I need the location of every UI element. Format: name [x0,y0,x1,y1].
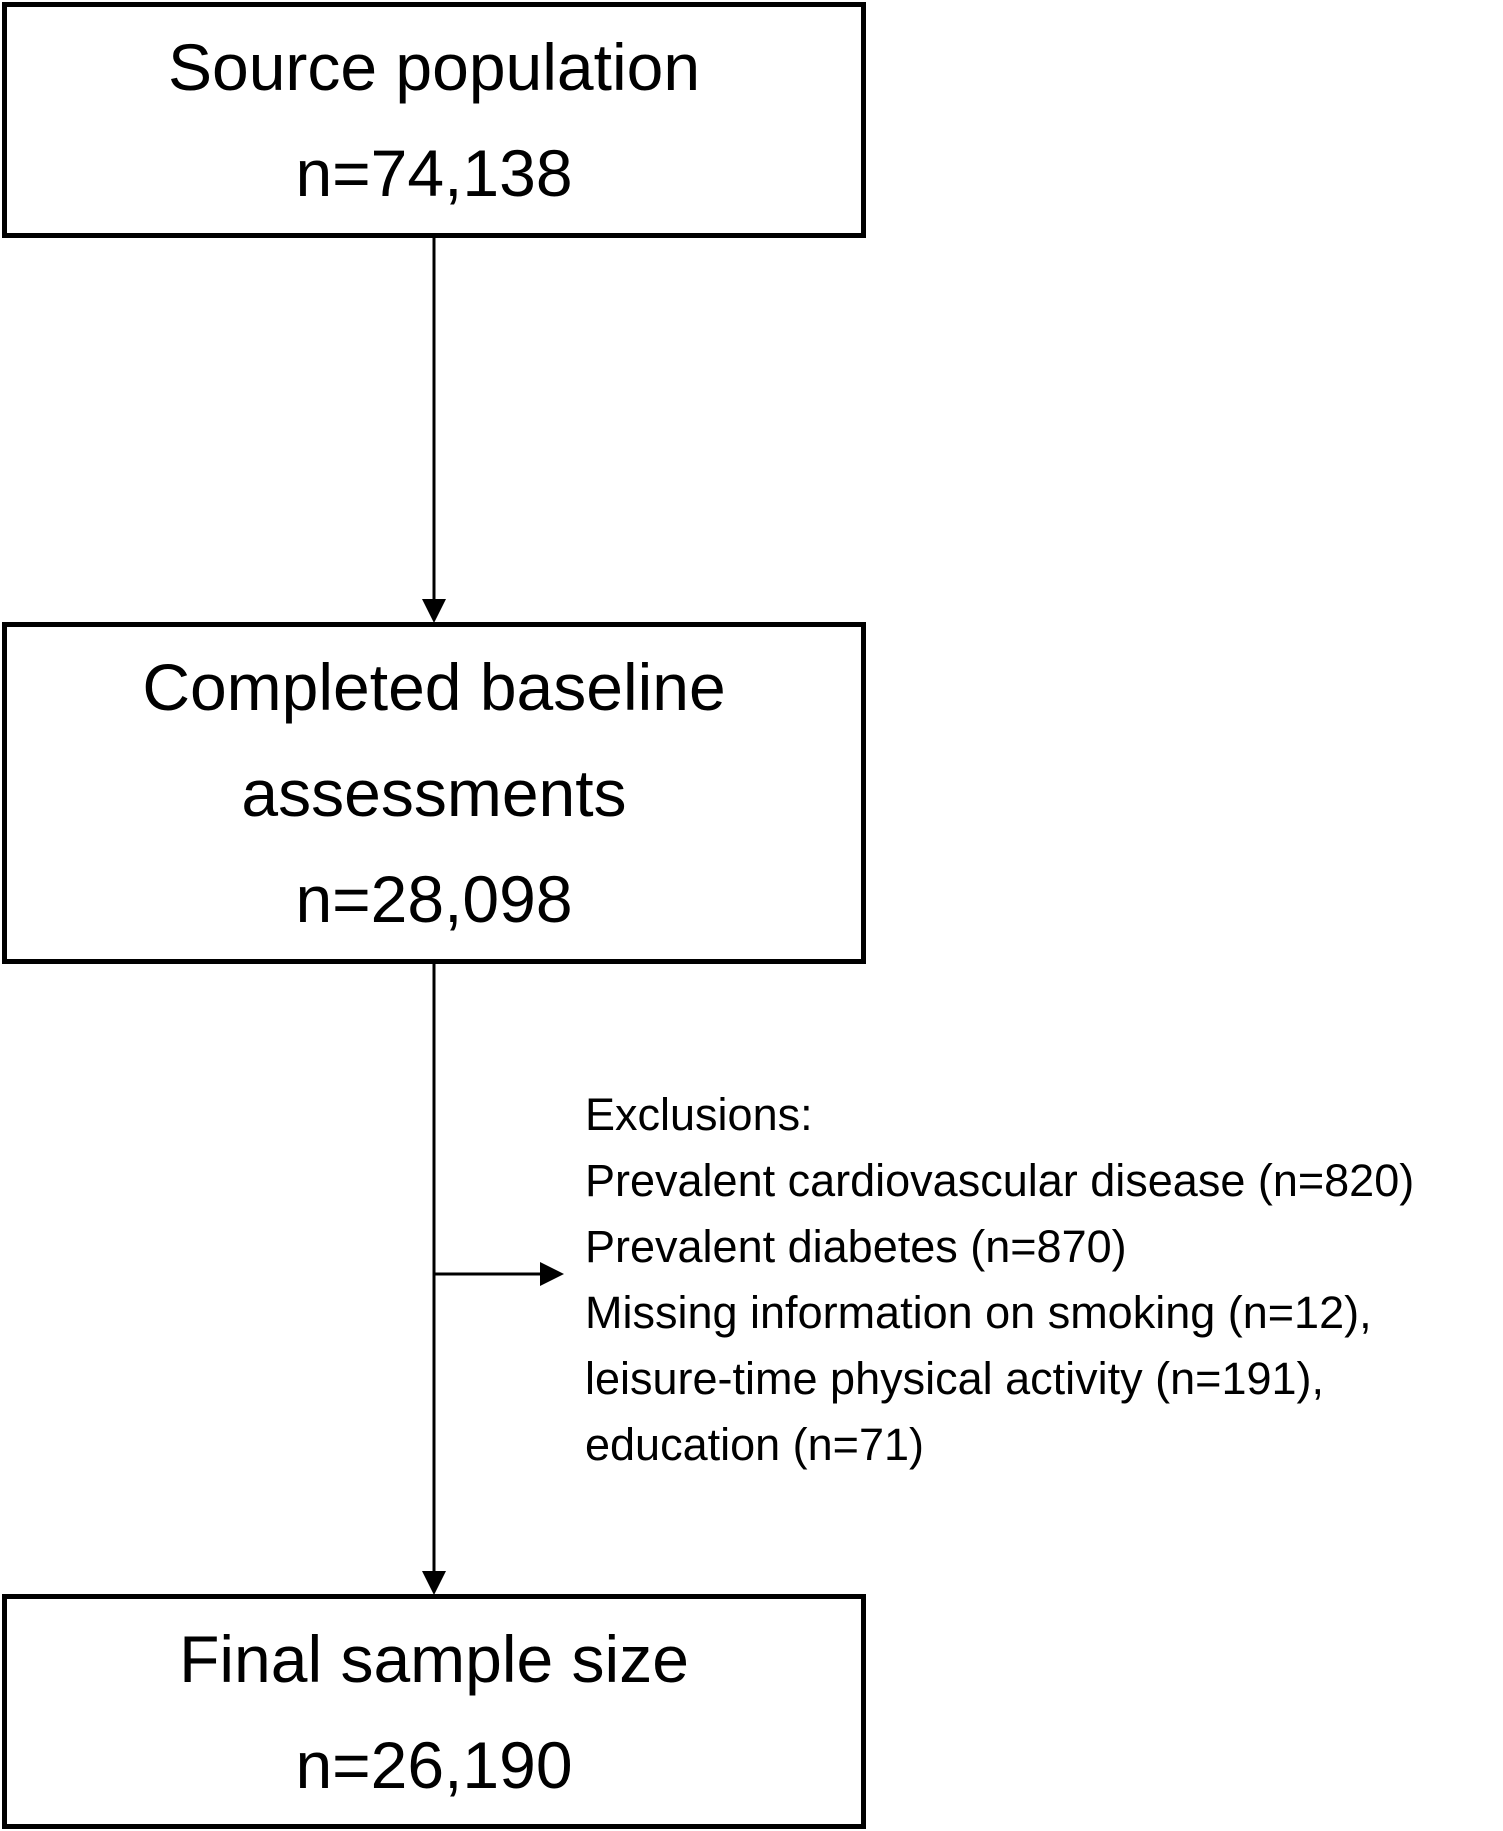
baseline-count: n=28,098 [295,862,573,936]
exclusion-item: Prevalent diabetes (n=870) [585,1221,1127,1272]
baseline-title-line2: assessments [241,756,627,830]
final-sample-count: n=26,190 [295,1727,573,1802]
exclusion-item: Missing information on smoking (n=12), [585,1287,1372,1338]
exclusion-item: Prevalent cardiovascular disease (n=820) [585,1155,1415,1206]
baseline-assessments-box: Completed baseline assessments n=28,098 [2,622,866,964]
exclusion-item: education (n=71) [585,1419,924,1470]
baseline-title-line1: Completed baseline [142,650,726,724]
exclusions-heading: Exclusions: [585,1089,813,1140]
final-sample-title: Final sample size [179,1621,689,1696]
source-population-count: n=74,138 [295,136,573,210]
final-sample-box: Final sample size n=26,190 [2,1594,866,1829]
source-population-title: Source population [167,30,701,104]
source-population-box: Source population n=74,138 [2,2,866,238]
exclusion-item: leisure-time physical activity (n=191), [585,1353,1325,1404]
exclusions-text-block: Exclusions: Prevalent cardiovascular dis… [585,1082,1501,1478]
